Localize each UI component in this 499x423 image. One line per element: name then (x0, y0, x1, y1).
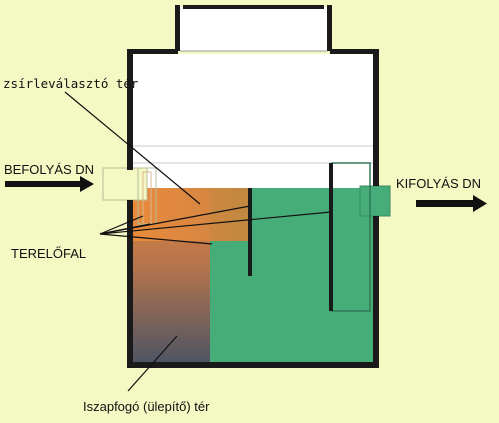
inflow-label: BEFOLYÁS DN (4, 162, 94, 177)
shaft-wall-right (327, 5, 332, 51)
tank-roof-left (127, 49, 178, 54)
baffle-leader-3 (99, 205, 251, 235)
tank-wall-left-upper (127, 49, 133, 170)
baffle-leader-4 (99, 211, 332, 235)
outflow-arrow-icon (416, 195, 487, 212)
inflow-arrow-icon (5, 176, 94, 192)
baffle-leader-5 (99, 233, 213, 245)
tank-floor (127, 362, 379, 368)
outlet-pipe (359, 185, 391, 217)
baffle-label: TERELŐFAL (11, 246, 86, 261)
tank-wall-left-lower (127, 200, 133, 368)
shaft-cover (183, 5, 324, 9)
grease-chamber-leader (64, 91, 201, 205)
access-shaft (175, 5, 332, 52)
baffle-wall-2 (329, 163, 333, 311)
sludge-chamber-leader (127, 335, 178, 392)
baffle-leader-1 (99, 215, 144, 235)
shaft-wall-left (175, 5, 180, 51)
tank-wall-right-upper (373, 49, 379, 186)
shaft-interior (178, 7, 330, 51)
outlet-pipe-body (359, 185, 391, 217)
sludge-chamber-label: Iszapfogó (ülepítő) tér (83, 399, 210, 414)
grease-layer-overlap (210, 188, 250, 241)
grease-chamber-label: zsírleválasztó tér (3, 76, 139, 91)
inlet-pipe-body (102, 167, 148, 201)
tank-roof-right (330, 49, 379, 54)
tank-wall-right-lower (373, 216, 379, 368)
baffle-wall-1 (248, 188, 252, 276)
outflow-label: KIFOLYÁS DN (396, 176, 481, 191)
